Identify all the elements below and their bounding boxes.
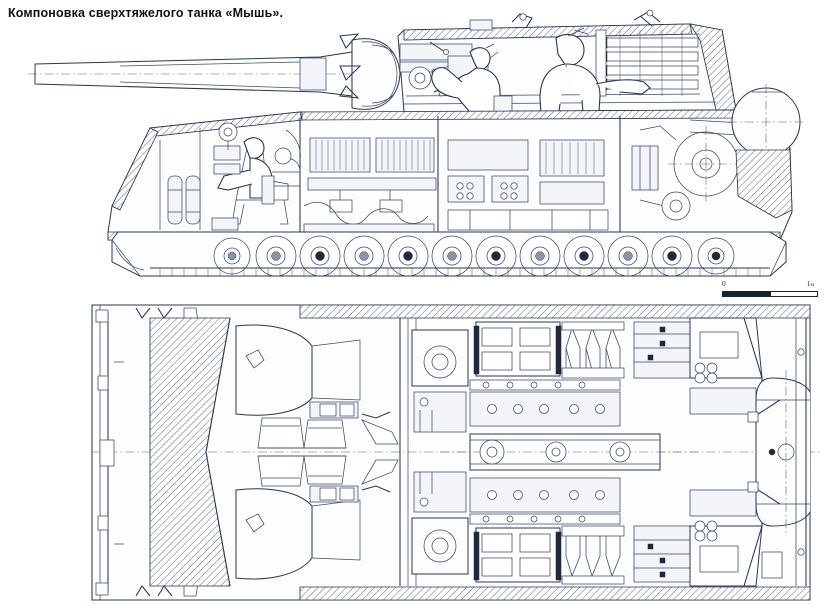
scale-start-label: 0 [722,279,726,288]
running-gear [111,231,787,277]
scale-segment-dark [722,291,770,297]
generator-bays [689,317,763,587]
side-elevation-view [28,9,804,277]
rear-cylindrical-tank [747,370,810,534]
scale-end-label: 1м [806,279,814,288]
rear-stowage-drum [728,84,804,219]
engine-compartment [261,129,437,233]
road-wheels [213,235,735,277]
track-links [159,268,761,276]
forward-controls [309,401,399,503]
scale-segment-light [770,291,818,297]
scale-bar: 0 1м [722,279,818,303]
fuel-tanks [235,324,361,580]
shell-stowage [561,321,625,379]
plan-view [91,304,820,601]
turret-ammo-racks [595,29,699,97]
figure-title: Компоновка сверхтяжелого танка «Мышь». [8,6,284,20]
engine-group [411,318,700,586]
crew-seats [257,417,347,487]
rear-drive [447,119,761,231]
driver-compartment [159,122,289,231]
gun-mantlet [339,33,401,110]
front-fittings [95,307,199,597]
